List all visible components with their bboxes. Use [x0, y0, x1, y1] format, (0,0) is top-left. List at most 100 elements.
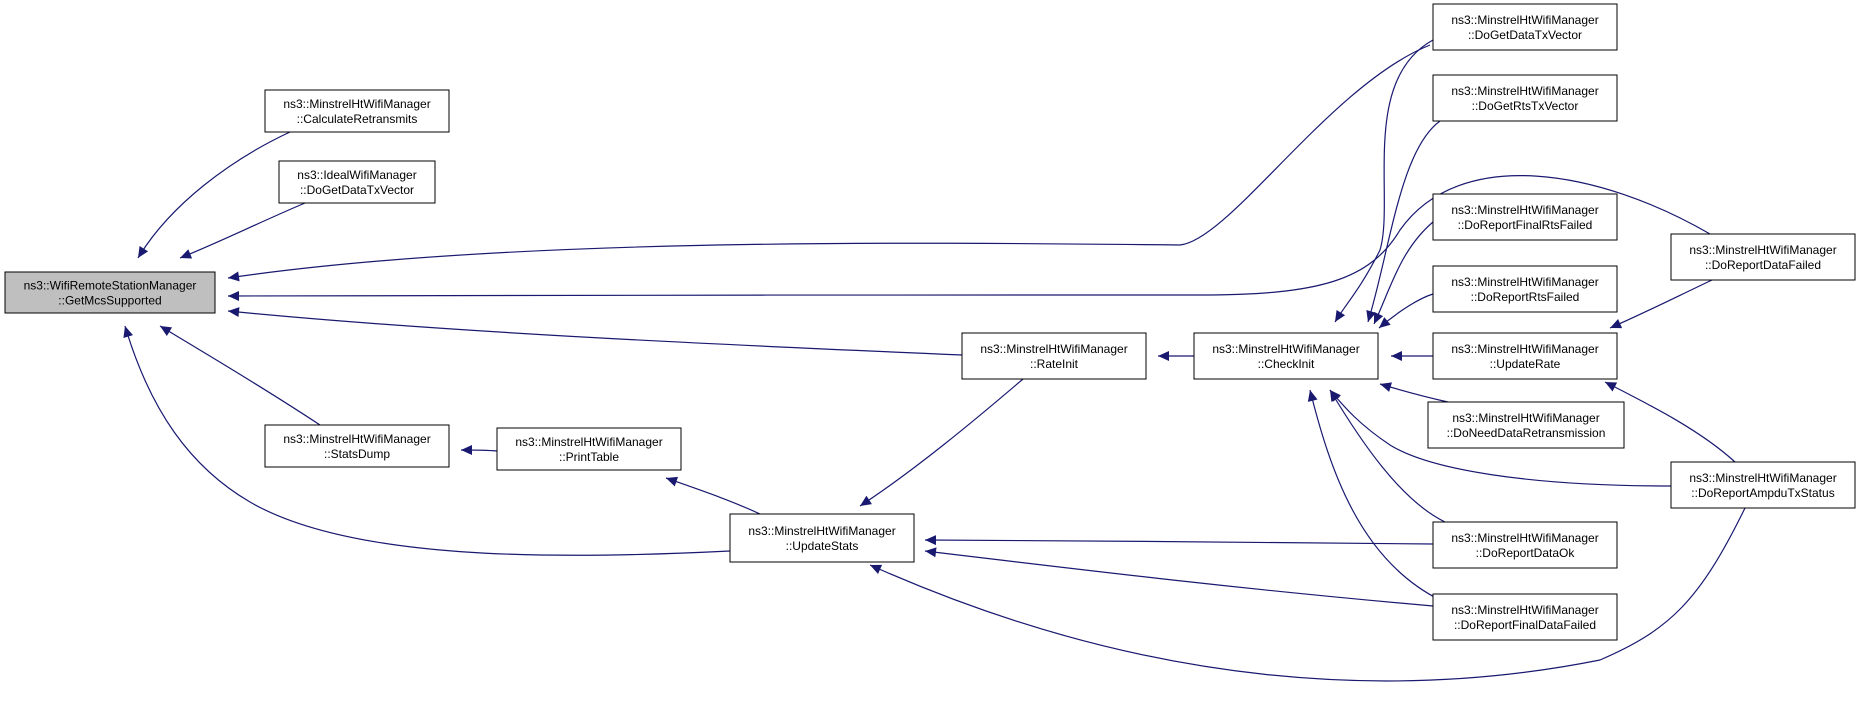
node-box — [1427, 401, 1625, 449]
node-method-label: ::DoReportFinalDataFailed — [1454, 618, 1596, 632]
node-print-table[interactable]: ns3::MinstrelHtWifiManager::PrintTable — [496, 427, 682, 471]
edge-do-report-data-failed-to-get-mcs-supported — [227, 175, 1711, 301]
node-check-init[interactable]: ns3::MinstrelHtWifiManager::CheckInit — [1193, 332, 1379, 380]
node-class-label: ns3::MinstrelHtWifiManager — [1689, 471, 1836, 485]
node-do-report-data-failed[interactable]: ns3::MinstrelHtWifiManager::DoReportData… — [1670, 233, 1856, 281]
node-box — [1670, 233, 1856, 281]
node-get-mcs-supported[interactable]: ns3::WifiRemoteStationManager::GetMcsSup… — [4, 271, 216, 314]
node-method-label: ::StatsDump — [324, 447, 390, 461]
arrowhead-icon — [1366, 310, 1376, 322]
edge-update-stats-to-get-mcs-supported — [123, 325, 731, 556]
arrowhead-icon — [180, 249, 193, 259]
edge-line — [227, 44, 1431, 279]
edge-line — [924, 539, 1434, 545]
node-method-label: ::CheckInit — [1258, 357, 1315, 371]
edge-do-get-data-tx-vector-to-get-mcs-supported — [227, 44, 1431, 282]
edge-do-report-rts-failed-to-check-init — [1378, 293, 1434, 329]
edge-rate-init-to-get-mcs-supported — [227, 307, 963, 356]
node-method-label: ::UpdateStats — [786, 539, 859, 553]
edge-print-table-to-stats-dump — [460, 445, 498, 456]
node-class-label: ns3::IdealWifiManager — [297, 168, 416, 182]
node-update-stats[interactable]: ns3::MinstrelHtWifiManager::UpdateStats — [729, 513, 915, 563]
edge-update-rate-to-check-init — [1391, 351, 1433, 361]
edge-line — [124, 325, 731, 556]
edge-line — [869, 507, 1746, 682]
node-class-label: ns3::MinstrelHtWifiManager — [1451, 342, 1598, 356]
node-box — [1193, 332, 1379, 380]
edge-line — [1604, 381, 1736, 463]
node-box — [4, 271, 216, 314]
arrowhead-icon — [1379, 317, 1391, 328]
arrowhead-icon — [1335, 310, 1346, 322]
edge-line — [179, 202, 306, 259]
node-class-label: ns3::MinstrelHtWifiManager — [1451, 531, 1598, 545]
node-ideal-do-get-data-tx-vector[interactable]: ns3::IdealWifiManager::DoGetDataTxVector — [278, 160, 436, 204]
node-class-label: ns3::MinstrelHtWifiManager — [1452, 411, 1599, 425]
node-method-label: ::DoReportFinalRtsFailed — [1458, 218, 1593, 232]
node-box — [1670, 461, 1856, 509]
node-calculate-retransmits[interactable]: ns3::MinstrelHtWifiManager::CalculateRet… — [264, 89, 450, 133]
edge-line — [665, 477, 761, 515]
node-method-label: ::CalculateRetransmits — [297, 112, 418, 126]
arrowhead-icon — [1610, 319, 1623, 329]
node-rate-init[interactable]: ns3::MinstrelHtWifiManager::RateInit — [961, 332, 1147, 380]
node-box — [264, 424, 450, 468]
edge-do-report-ampdu-tx-status-to-update-rate — [1604, 381, 1736, 463]
node-do-report-final-rts-failed[interactable]: ns3::MinstrelHtWifiManager::DoReportFina… — [1432, 193, 1618, 241]
edge-do-report-ampdu-tx-status-to-update-stats — [869, 507, 1746, 682]
node-do-report-rts-failed[interactable]: ns3::MinstrelHtWifiManager::DoReportRtsF… — [1432, 265, 1618, 313]
arrowhead-icon — [123, 326, 133, 338]
node-box — [1432, 521, 1618, 569]
node-class-label: ns3::MinstrelHtWifiManager — [1451, 603, 1598, 617]
node-class-label: ns3::MinstrelHtWifiManager — [1212, 342, 1359, 356]
node-class-label: ns3::MinstrelHtWifiManager — [1451, 275, 1598, 289]
node-box — [264, 89, 450, 133]
arrowhead-icon — [666, 476, 679, 487]
edge-line — [1309, 389, 1441, 601]
node-do-report-data-ok[interactable]: ns3::MinstrelHtWifiManager::DoReportData… — [1432, 521, 1618, 569]
node-box — [1432, 193, 1618, 241]
node-box — [961, 332, 1147, 380]
node-class-label: ns3::WifiRemoteStationManager — [24, 279, 197, 293]
node-method-label: ::DoReportAmpduTxStatus — [1691, 486, 1834, 500]
arrowhead-icon — [860, 495, 872, 506]
node-box — [278, 160, 436, 204]
arrowhead-icon — [925, 535, 937, 546]
edge-stats-dump-to-get-mcs-supported — [159, 325, 321, 426]
edge-line — [1329, 389, 1672, 487]
node-box — [1432, 593, 1618, 641]
arrowhead-icon — [1158, 351, 1169, 361]
node-method-label: ::PrintTable — [559, 450, 619, 464]
edge-line — [924, 550, 1434, 607]
node-do-need-data-retransmission[interactable]: ns3::MinstrelHtWifiManager::DoNeedDataRe… — [1427, 401, 1625, 449]
node-update-rate[interactable]: ns3::MinstrelHtWifiManager::UpdateRate — [1432, 332, 1618, 380]
arrowhead-icon — [228, 290, 240, 301]
edge-do-report-final-data-failed-to-check-init — [1307, 389, 1441, 601]
node-class-label: ns3::MinstrelHtWifiManager — [1451, 203, 1598, 217]
edge-do-need-data-retransmission-to-check-init — [1379, 382, 1449, 403]
node-box — [496, 427, 682, 471]
edge-line — [227, 175, 1711, 297]
node-box — [1432, 265, 1618, 313]
edge-ideal-do-get-data-tx-vector-to-get-mcs-supported — [179, 202, 306, 259]
node-do-report-ampdu-tx-status[interactable]: ns3::MinstrelHtWifiManager::DoReportAmpd… — [1670, 461, 1856, 509]
edge-line — [1367, 120, 1441, 323]
node-method-label: ::GetMcsSupported — [58, 294, 161, 308]
node-stats-dump[interactable]: ns3::MinstrelHtWifiManager::StatsDump — [264, 424, 450, 468]
node-method-label: ::DoGetDataTxVector — [300, 183, 414, 197]
node-do-get-rts-tx-vector[interactable]: ns3::MinstrelHtWifiManager::DoGetRtsTxVe… — [1432, 74, 1618, 122]
edge-do-get-data-tx-vector-to-check-init — [1334, 39, 1434, 323]
edge-check-init-to-rate-init — [1158, 351, 1194, 361]
edge-do-report-data-ok-to-update-stats — [924, 535, 1434, 546]
node-box — [1432, 3, 1618, 51]
node-box — [1432, 74, 1618, 122]
edge-line — [227, 310, 963, 356]
node-method-label: ::DoReportRtsFailed — [1471, 290, 1580, 304]
arrowhead-icon — [228, 307, 240, 318]
node-do-report-final-data-failed[interactable]: ns3::MinstrelHtWifiManager::DoReportFina… — [1432, 593, 1618, 641]
node-do-get-data-tx-vector[interactable]: ns3::MinstrelHtWifiManager::DoGetDataTxV… — [1432, 3, 1618, 51]
edge-do-report-final-data-failed-to-update-stats — [924, 547, 1434, 607]
edges — [123, 39, 1746, 682]
arrowhead-icon — [870, 564, 883, 575]
arrowhead-icon — [1330, 390, 1341, 402]
